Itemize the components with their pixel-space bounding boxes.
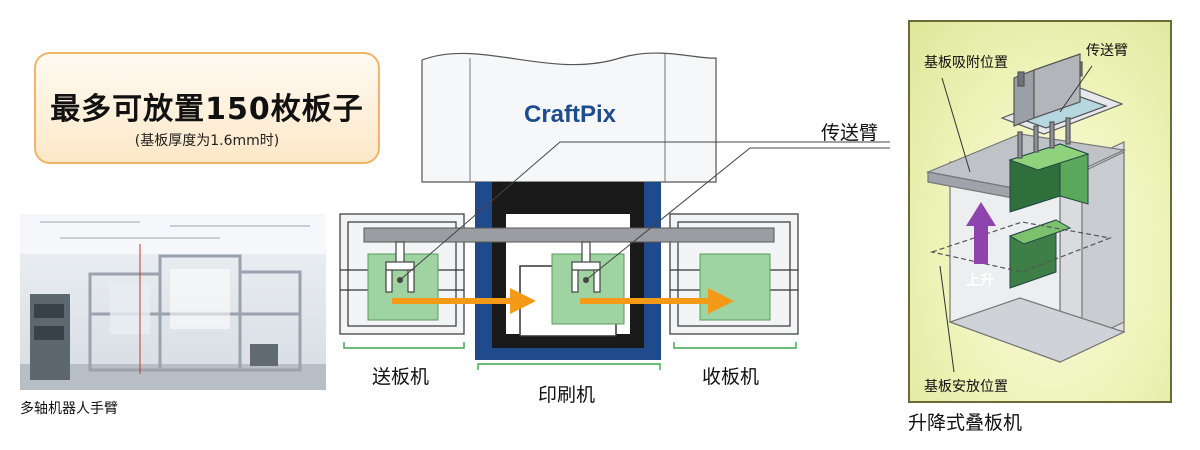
placement-position-label: 基板安放位置 <box>924 379 1008 395</box>
printer-line-diagram: CraftPix <box>339 52 890 370</box>
stacker-arm-label: 传送臂 <box>1086 43 1128 59</box>
loader-bracket <box>343 342 465 349</box>
printer-bracket <box>477 363 661 370</box>
rise-arrow <box>966 202 996 264</box>
transfer-rail <box>363 227 775 243</box>
upper-board-stack <box>1008 143 1090 213</box>
lift-stacker-panel: 基板吸附位置 传送臂 上升 基板安放位置 <box>908 20 1172 403</box>
printer-brand: CraftPix <box>524 101 617 128</box>
capacity-subtitle: (基板厚度为1.6mm时) <box>134 133 280 149</box>
gripper-right <box>571 241 601 293</box>
robot-arm-photo <box>20 214 326 390</box>
pickup-position-label: 基板吸附位置 <box>924 55 1008 71</box>
capacity-title: 最多可放置150枚板子 <box>50 92 364 127</box>
stacker-transfer-arm <box>1000 53 1124 159</box>
unloader-bracket <box>673 342 797 349</box>
loader-label: 送板机 <box>372 366 430 388</box>
robot-arm-caption: 多轴机器人手臂 <box>20 401 118 417</box>
capacity-callout: 最多可放置150枚板子 (基板厚度为1.6mm时) <box>34 52 380 164</box>
gripper-left <box>385 241 415 293</box>
flow-arrow-2 <box>580 288 734 314</box>
rise-label: 上升 <box>966 273 994 289</box>
placement-plane <box>929 221 1113 273</box>
unloader-label: 收板机 <box>702 366 760 388</box>
printer-hood <box>421 52 717 183</box>
flow-arrow-1 <box>392 288 536 314</box>
printer-label: 印刷机 <box>538 384 596 406</box>
stacker-title: 升降式叠板机 <box>908 412 1023 434</box>
transfer-arm-label: 传送臂 <box>821 122 879 144</box>
